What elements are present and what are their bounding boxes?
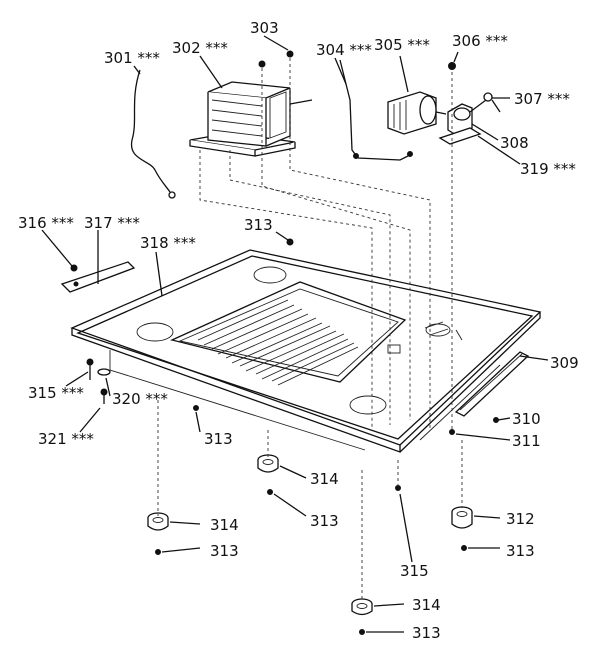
label-313-e: 313	[506, 542, 535, 560]
label-313-f: 313	[412, 624, 441, 642]
label-301: 301 ***	[104, 49, 160, 67]
label-314-a: 314	[310, 470, 339, 488]
label-314-b: 314	[210, 516, 239, 534]
label-317: 317 ***	[84, 214, 140, 232]
foot-part-312	[451, 506, 473, 551]
wire-part-301	[130, 69, 176, 199]
label-309: 309	[550, 354, 579, 372]
rail-part-309	[454, 351, 530, 417]
screw-part-303	[258, 35, 294, 68]
label-320: 320 ***	[112, 390, 168, 408]
diode-part-307	[469, 92, 501, 113]
label-304: 304 ***	[316, 41, 372, 59]
transformer-part-302	[189, 81, 313, 157]
label-313-b: 313	[204, 430, 233, 448]
label-315-b: 315	[400, 562, 429, 580]
foot-part-314-c	[351, 598, 373, 635]
label-319: 319 ***	[520, 160, 576, 178]
label-313-c: 313	[310, 512, 339, 530]
label-314-c: 314	[412, 596, 441, 614]
label-303: 303	[250, 19, 279, 37]
screws-misc	[193, 405, 499, 491]
assembly-guide-lines	[157, 58, 463, 600]
screw-part-306	[448, 62, 456, 70]
base-plate	[70, 249, 542, 453]
label-307: 307 ***	[514, 90, 570, 108]
label-321: 321 ***	[38, 430, 94, 448]
capacitor-part-305	[387, 91, 447, 135]
part-labels: 301 *** 302 *** 303 304 *** 305 *** 306 …	[18, 19, 579, 642]
label-302: 302 ***	[172, 39, 228, 57]
label-312: 312	[506, 510, 535, 528]
label-305: 305 ***	[374, 36, 430, 54]
foot-part-314-a	[257, 454, 279, 495]
screw-part-313-top	[275, 231, 294, 246]
hardware-left	[86, 358, 111, 404]
label-313-d: 313	[210, 542, 239, 560]
label-306: 306 ***	[452, 32, 508, 50]
label-308: 308	[500, 134, 529, 152]
label-311: 311	[512, 432, 541, 450]
wire-part-304	[339, 59, 413, 161]
label-315-a: 315 ***	[28, 384, 84, 402]
label-316: 316 ***	[18, 214, 74, 232]
leader-lines	[41, 51, 549, 633]
foot-part-314-b	[147, 512, 169, 555]
label-310: 310	[512, 410, 541, 428]
label-313-a: 313	[244, 216, 273, 234]
label-318: 318 ***	[140, 234, 196, 252]
bracket-part-308	[438, 103, 482, 145]
